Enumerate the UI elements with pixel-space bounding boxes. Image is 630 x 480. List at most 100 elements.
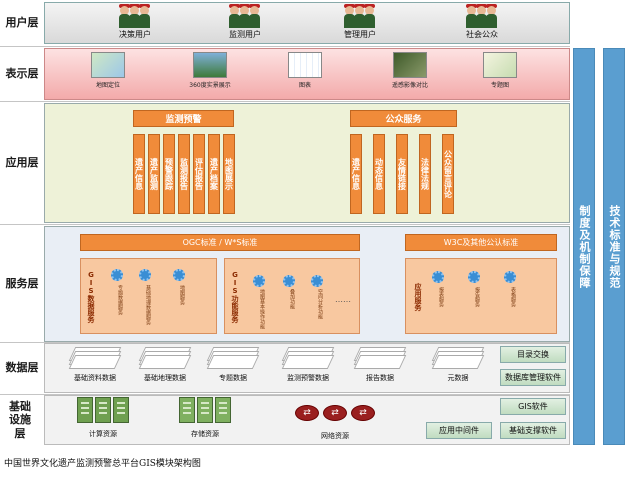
user-monitor: 监测用户 bbox=[215, 4, 275, 40]
app-item: 预警跟踪 bbox=[163, 134, 175, 214]
gear-icon bbox=[283, 275, 295, 287]
app-item: 法律法规 bbox=[419, 134, 431, 214]
layer-label-user: 用户层 bbox=[5, 16, 39, 30]
gis-function-service-box: GIS功能服务 地图基本操作功能 叠加功能 空间分析功能 …… bbox=[224, 258, 360, 334]
user-manager: 管理用户 bbox=[330, 4, 390, 40]
storage-resource: 存储资源 bbox=[160, 397, 250, 439]
presentation-label: 专题图 bbox=[490, 82, 509, 89]
separator bbox=[0, 101, 570, 102]
presentation-label: 地图定位 bbox=[95, 82, 120, 89]
separator bbox=[0, 46, 570, 47]
gis-function-service-title: GIS功能服务 bbox=[231, 271, 239, 323]
more-services-ellipsis: …… bbox=[335, 295, 351, 304]
data-tray-icon bbox=[279, 347, 337, 369]
data-item: 元数据 bbox=[418, 347, 498, 383]
data-item-label: 元数据 bbox=[447, 374, 469, 382]
database-software-box: 数据库管理软件 bbox=[500, 369, 566, 386]
standards-column: 技术标准与规范 bbox=[603, 48, 625, 445]
application-layer-band bbox=[44, 103, 570, 223]
layer-label-service: 服务层 bbox=[5, 277, 39, 291]
guarantee-column: 制度及机制保障 bbox=[573, 48, 595, 445]
service-item-label: 表格服务 bbox=[510, 287, 516, 307]
gear-icon bbox=[432, 271, 444, 283]
app-item: 公众留言评论 bbox=[442, 134, 454, 214]
app-item: 遗产信息 bbox=[350, 134, 362, 214]
application-service-box: 应用服务 报表服务 报告服务 表格服务 bbox=[405, 258, 557, 334]
app-item: 遗产档案 bbox=[208, 134, 220, 214]
panorama-thumbnail-icon bbox=[193, 52, 227, 78]
service-item-label: 叠加功能 bbox=[289, 289, 295, 309]
user-decision: 决策用户 bbox=[105, 4, 165, 40]
layer-label-infrastructure: 基础设施层 bbox=[9, 400, 31, 440]
figure-caption: 中国世界文化遗产监测预警总平台GIS模块架构图 bbox=[4, 459, 201, 469]
app-item: 评估报告 bbox=[193, 134, 205, 214]
router-icon: ⇄⇄⇄ bbox=[280, 400, 390, 421]
app-item: 动态信息 bbox=[373, 134, 385, 214]
layer-label-data: 数据层 bbox=[5, 361, 39, 375]
chart-thumbnail-icon bbox=[288, 52, 322, 78]
data-item-label: 基础地理数据 bbox=[144, 374, 186, 382]
app-item: 监测报告 bbox=[178, 134, 190, 214]
gear-icon bbox=[311, 275, 323, 287]
user-label: 管理用户 bbox=[344, 30, 376, 39]
storage-icon bbox=[160, 397, 250, 427]
infra-label: 网络资源 bbox=[321, 432, 349, 440]
gear-icon bbox=[111, 269, 123, 281]
app-item: 遗产信息 bbox=[133, 134, 145, 214]
data-tray-icon bbox=[136, 347, 194, 369]
user-group-icon bbox=[117, 4, 153, 28]
data-tray-icon bbox=[204, 347, 262, 369]
application-service-title: 应用服务 bbox=[414, 283, 422, 311]
middleware-box: 应用中间件 bbox=[426, 422, 492, 439]
presentation-label: 遥感影像对比 bbox=[391, 82, 428, 89]
service-item-label: 基础地理数据服务 bbox=[145, 285, 151, 325]
gis-data-service-box: GIS数据服务 专题数据服务 基础地理数据服务 地图服务 bbox=[80, 258, 217, 334]
presentation-remote-sensing: 遥感影像对比 bbox=[375, 52, 445, 89]
data-item-label: 专题数据 bbox=[219, 374, 247, 382]
data-tray-icon bbox=[66, 347, 124, 369]
map-thumbnail-icon bbox=[91, 52, 125, 78]
app-item: 地图展示 bbox=[223, 134, 235, 214]
presentation-chart: 图表 bbox=[270, 52, 340, 89]
infra-label: 计算资源 bbox=[89, 430, 117, 438]
service-item-label: 空间分析功能 bbox=[317, 289, 323, 319]
service-item-label: 报告服务 bbox=[474, 287, 480, 307]
support-software-box: 基础支撑软件 bbox=[500, 422, 566, 439]
data-item-label: 监测预警数据 bbox=[287, 374, 329, 382]
presentation-label: 图表 bbox=[298, 82, 311, 89]
service-item-label: 报表服务 bbox=[438, 287, 444, 307]
service-item-label: 地图基本操作功能 bbox=[259, 289, 265, 329]
gis-data-service-title: GIS数据服务 bbox=[87, 271, 95, 323]
data-tray-icon bbox=[351, 347, 409, 369]
separator bbox=[0, 342, 570, 343]
data-item: 监测预警数据 bbox=[268, 347, 348, 383]
gis-software-box: GIS软件 bbox=[500, 398, 566, 415]
layer-label-application: 应用层 bbox=[5, 156, 39, 170]
presentation-label: 360度实景展示 bbox=[189, 82, 231, 89]
presentation-map-location: 地图定位 bbox=[73, 52, 143, 89]
layer-label-presentation: 表示层 bbox=[5, 67, 39, 81]
network-resource: ⇄⇄⇄ 网络资源 bbox=[280, 400, 390, 441]
data-item: 基础资料数据 bbox=[55, 347, 135, 383]
user-public: 社会公众 bbox=[452, 4, 512, 40]
app-item: 友情链接 bbox=[396, 134, 408, 214]
presentation-thematic-map: 专题图 bbox=[465, 52, 535, 89]
infra-label: 存储资源 bbox=[191, 430, 219, 438]
app-public-service-header: 公众服务 bbox=[350, 110, 457, 127]
separator bbox=[0, 224, 570, 225]
data-item-label: 基础资料数据 bbox=[74, 374, 116, 382]
ogc-standard-bar: OGC标准 / W*S标准 bbox=[80, 234, 360, 251]
compute-resource: 计算资源 bbox=[58, 397, 148, 439]
separator bbox=[0, 394, 570, 395]
gear-icon bbox=[139, 269, 151, 281]
presentation-360-view: 360度实景展示 bbox=[175, 52, 245, 89]
user-label: 监测用户 bbox=[229, 30, 261, 39]
service-item-label: 专题数据服务 bbox=[117, 285, 123, 315]
app-item: 遗产监测 bbox=[148, 134, 160, 214]
gear-icon bbox=[173, 269, 185, 281]
data-item: 专题数据 bbox=[193, 347, 273, 383]
user-label: 决策用户 bbox=[119, 30, 151, 39]
catalog-exchange-box: 目录交换 bbox=[500, 346, 566, 363]
data-item-label: 报告数据 bbox=[366, 374, 394, 382]
data-item: 基础地理数据 bbox=[125, 347, 205, 383]
